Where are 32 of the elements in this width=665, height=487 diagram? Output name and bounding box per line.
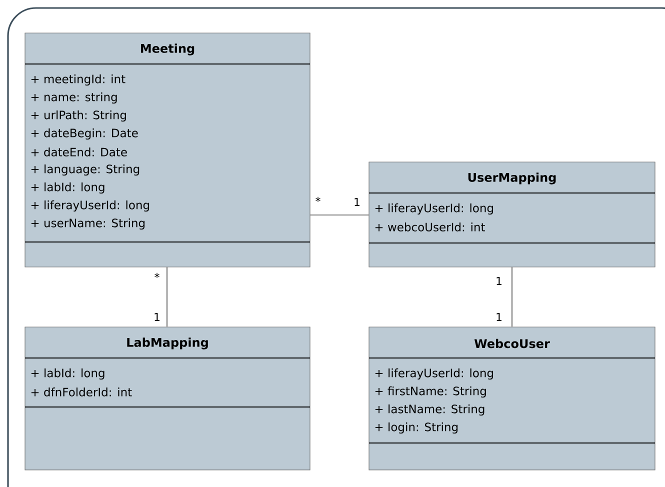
attribute: + name: string xyxy=(31,92,117,104)
attribute: + language: String xyxy=(31,164,140,176)
attribute: + webcoUserId: int xyxy=(375,222,485,232)
attribute: + labId: long xyxy=(31,368,104,380)
attribute: + lastName: String xyxy=(375,404,484,416)
multiplicity-label: 1 xyxy=(496,276,502,285)
multiplicity-label: 1 xyxy=(354,198,360,206)
class-name: Meeting xyxy=(141,44,194,56)
attribute: + meetingId: int xyxy=(31,74,126,86)
attribute: + liferayUserId: long xyxy=(375,203,494,215)
class-name: LabMapping xyxy=(127,338,208,350)
multiplicity-label: 1 xyxy=(496,312,502,321)
attribute: + login: String xyxy=(375,422,458,434)
attribute: + dfnFolderId: int xyxy=(31,388,132,396)
class-box xyxy=(24,326,310,470)
attribute: + firstName: String xyxy=(375,386,486,398)
multiplicity-label: * xyxy=(154,272,160,278)
attribute: + labId: long xyxy=(31,182,104,194)
association-line xyxy=(310,214,369,216)
attribute: + dateEnd: Date xyxy=(31,148,127,156)
class-name: WebcoUser xyxy=(474,338,550,348)
class-box xyxy=(368,162,656,268)
class-box xyxy=(368,326,656,470)
attribute: + liferayUserId: long xyxy=(31,200,150,212)
multiplicity-label: 1 xyxy=(154,312,160,321)
association-line xyxy=(166,266,168,327)
attribute: + dateBegin: Date xyxy=(31,128,138,140)
class-name: UserMapping xyxy=(468,172,556,184)
class-box xyxy=(24,32,310,268)
attribute: + userName: String xyxy=(31,218,145,230)
attribute: + urlPath: String xyxy=(31,110,126,122)
attribute: + liferayUserId: long xyxy=(375,368,494,380)
